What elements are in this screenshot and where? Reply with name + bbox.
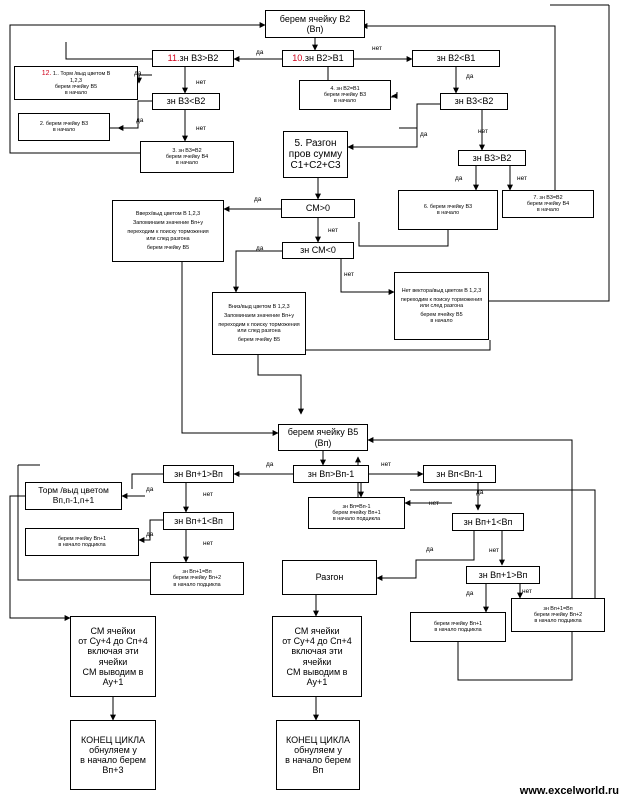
edge-label-yes: да [426,546,434,553]
edge-label-no: нет [328,227,338,234]
edge-label-yes: да [466,590,474,597]
edge-label-no: нет [196,125,206,132]
edge-label-yes: да [256,245,264,252]
node-up-highlight: Вверх/выд цветом В 1,2,3 Запоминаем знач… [112,200,224,262]
node-bn1-lt-bn-right: зн Вп+1<Вп [452,513,524,531]
node-cm-lt-0: зн СМ<0 [282,242,354,259]
edge-label-no: нет [489,547,499,554]
node-b3-gt-b2-11: 11. зн В3>В2 [152,50,234,67]
edge-label-yes: да [136,117,144,124]
edge-label-no: нет [203,491,213,498]
node-no-vector: Нет вектора/выд цветом В 1,2,3 переходим… [394,272,489,340]
edge-label-yes: да [466,73,474,80]
edge-label-no: нет [196,79,206,86]
edge-label-yes: да [146,486,154,493]
edge-label-no: нет [381,461,391,468]
node-acceleration: Разгон [282,560,377,595]
node-cm-gt-0: СМ>0 [281,199,355,218]
node-b3-lt-b2-right: зн В3<В2 [440,93,508,110]
node-bn-lt-bn-1: зн Вп<Вп-1 [423,465,496,483]
node-b2-gt-b1: 10. зн В2>В1 [282,50,354,67]
edge-label-no: нет [478,128,488,135]
edge-label-no: нет [429,500,439,507]
node-bn1-gt-bn: зн Вп+1>Вп [163,465,234,483]
node-bn1-lt-bn-left: зн Вп+1<Вп [163,512,234,530]
edge-label-yes: да [476,489,484,496]
node-take-b5: берем ячейку В5(Вп) [278,424,368,451]
node-b2-lt-b1: зн В2<В1 [412,50,500,67]
edge-label-no: нет [372,45,382,52]
edge-label-yes: да [420,131,428,138]
edge-label-yes: да [254,196,262,203]
edge-label-yes: да [455,175,463,182]
node-b3-gt-b2-right: зн В3>В2 [458,150,526,166]
watermark: www.excelworld.ru [519,785,619,797]
edge-label-no: нет [517,175,527,182]
edge-label-yes: да [266,461,274,468]
edge-label-no: нет [522,588,532,595]
edge-label-yes: да [134,70,142,77]
node-b3-lt-b2-left: зн В3<В2 [152,93,220,110]
node-take-b2: берем ячейку В2(Вп) [265,10,365,38]
edge-label-no: нет [203,540,213,547]
node-bn1-gt-bn-right: зн Вп+1>Вп [466,566,540,584]
edge-label-no: нет [344,271,354,278]
edge-label-yes: да [256,49,264,56]
edge-label-yes: да [146,531,154,538]
node-down-highlight: Вниз/выд цветом В 1,2,3 Запоминаем значе… [212,292,306,355]
node-bn-gt-bn-1: зн Вп>Вп-1 [293,465,369,483]
